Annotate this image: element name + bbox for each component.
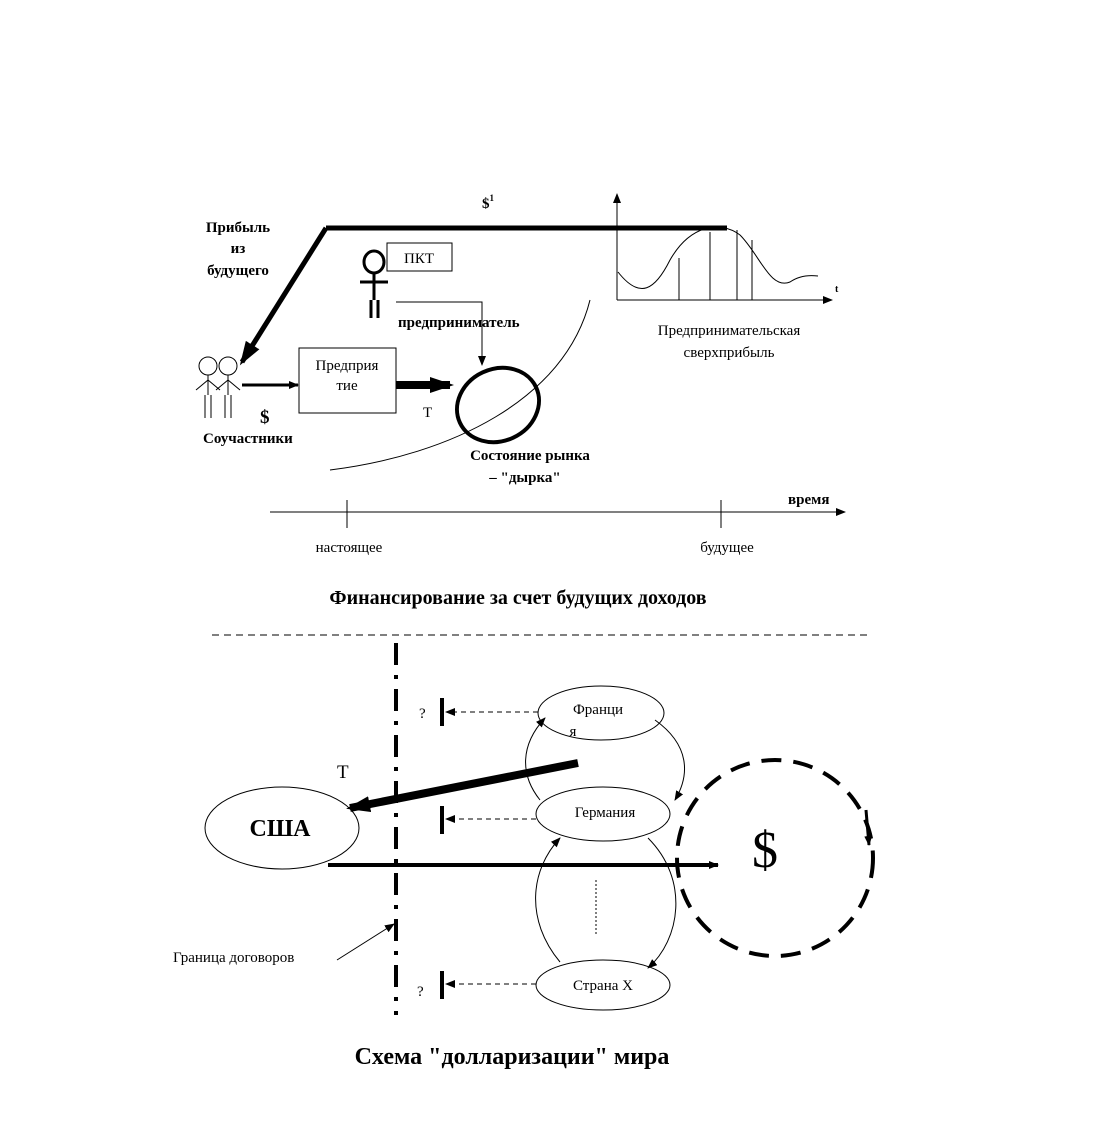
profit-from-future-line3: будущего — [207, 263, 269, 279]
france-ellipse — [537, 685, 665, 741]
present-label: настоящее — [316, 540, 383, 556]
dollar-symbol: $ — [752, 822, 778, 879]
treaty-border-pointer — [336, 923, 395, 961]
country-x-ellipse — [535, 959, 671, 1011]
top-caption: Финансирование за счет будущих доходов — [329, 587, 706, 609]
france-label-line1: Франци — [573, 702, 623, 718]
t-label-bottom: Т — [337, 762, 349, 783]
dollar-one-label: $1 — [482, 193, 495, 212]
treaty-border-label: Граница договоров — [173, 950, 294, 966]
t-label-top: Т — [423, 405, 432, 421]
entrepreneur-figure-icon — [360, 249, 388, 318]
usa-label: США — [249, 816, 311, 842]
entrepreneur-label: предприниматель — [398, 315, 520, 331]
germany-france-cycle-left — [525, 717, 546, 801]
chart-t-axis-label: t — [835, 284, 839, 295]
france-question-mark: ? — [419, 706, 426, 722]
superprofit-line2: сверхприбыль — [684, 345, 775, 361]
market-state-line1: Состояние рынка — [470, 448, 590, 464]
germany-to-usa-arrow — [346, 759, 579, 812]
country-x-label: Страна Х — [573, 978, 633, 994]
participants-figures-icon — [195, 356, 241, 418]
bottom-caption: Схема "долларизации" мира — [355, 1044, 670, 1070]
market-state-line2: – "дырка" — [488, 470, 560, 486]
germany-label: Германия — [575, 805, 636, 821]
countryx-question-mark: ? — [417, 984, 424, 1000]
dollar-one-symbol: $ — [482, 196, 490, 212]
future-profit-arrow — [239, 225, 727, 366]
enterprise-label-line1: Предприя — [316, 358, 379, 374]
dollar-label: $ — [260, 407, 270, 428]
profit-from-future-line2: из — [231, 241, 246, 257]
entrepreneur-to-market-arrow — [396, 301, 486, 366]
superprofit-line1: Предпринимательская — [658, 323, 801, 339]
market-hole — [455, 365, 541, 445]
dollar-circle — [675, 758, 875, 958]
dollar-circle-arrowhead — [864, 809, 873, 846]
participants-label: Соучастники — [203, 431, 293, 447]
usa-ellipse — [204, 786, 360, 870]
enterprise-label-line2: тие — [336, 378, 358, 394]
dollar-one-superscript: 1 — [490, 193, 495, 203]
countryx-germany-cycle-left — [535, 837, 561, 963]
time-label: время — [788, 492, 829, 508]
superprofit-chart — [613, 193, 833, 304]
future-label: будущее — [700, 540, 754, 556]
market-curve — [329, 299, 591, 471]
profit-from-future-line1: Прибыль — [206, 220, 270, 236]
pkt-box — [386, 242, 453, 272]
pkt-label: ПКТ — [404, 251, 434, 267]
germany-countryx-cycle-right — [647, 837, 677, 969]
germany-ellipse — [535, 786, 671, 842]
france-germany-cycle-right — [654, 719, 685, 801]
enterprise-box — [298, 347, 397, 414]
france-label-line2: я — [570, 724, 577, 740]
